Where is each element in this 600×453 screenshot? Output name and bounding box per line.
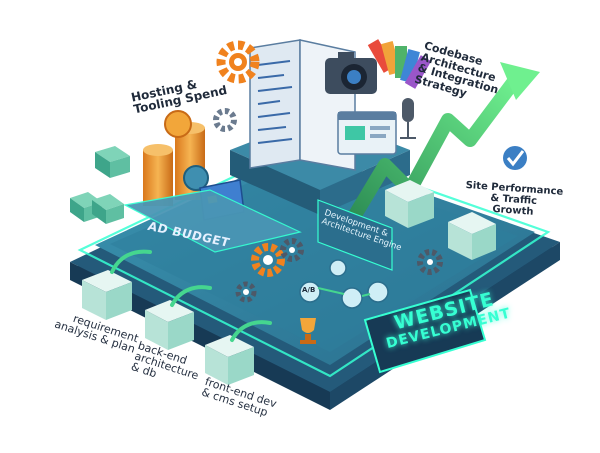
gear-icon: [213, 108, 237, 132]
code-cube-icon: [145, 300, 194, 350]
icon-tile: [70, 146, 130, 224]
site-performance-label: Site Performance & Traffic Growth: [465, 180, 564, 218]
trophy-icon: [300, 318, 316, 344]
color-swatch-icon: [367, 39, 432, 89]
code-cube-icon: [82, 270, 132, 320]
flow-arrow: [110, 249, 272, 342]
gear-icon: [417, 249, 443, 275]
microphone-icon: [400, 98, 416, 139]
gear-icon: [235, 281, 257, 303]
code-cube-icon: [205, 335, 254, 385]
camera-icon: [325, 52, 377, 94]
gear-icon: [251, 243, 285, 277]
growth-arrow-icon: [348, 62, 540, 222]
process-node: [299, 259, 389, 309]
gear-icon: [216, 40, 260, 84]
ad-budget-panel: [123, 189, 302, 253]
gear-icon: [280, 238, 304, 262]
ab-test-label: A/B: [302, 286, 316, 294]
dev-engine-panel: [317, 199, 393, 271]
coin-stack-icon: [143, 110, 209, 206]
code-cube-icon: [385, 180, 434, 228]
checkmark-icon: [503, 146, 527, 170]
browser-window: [337, 111, 397, 155]
code-cube-icon: [448, 212, 496, 260]
website-development-sign: [363, 288, 487, 374]
